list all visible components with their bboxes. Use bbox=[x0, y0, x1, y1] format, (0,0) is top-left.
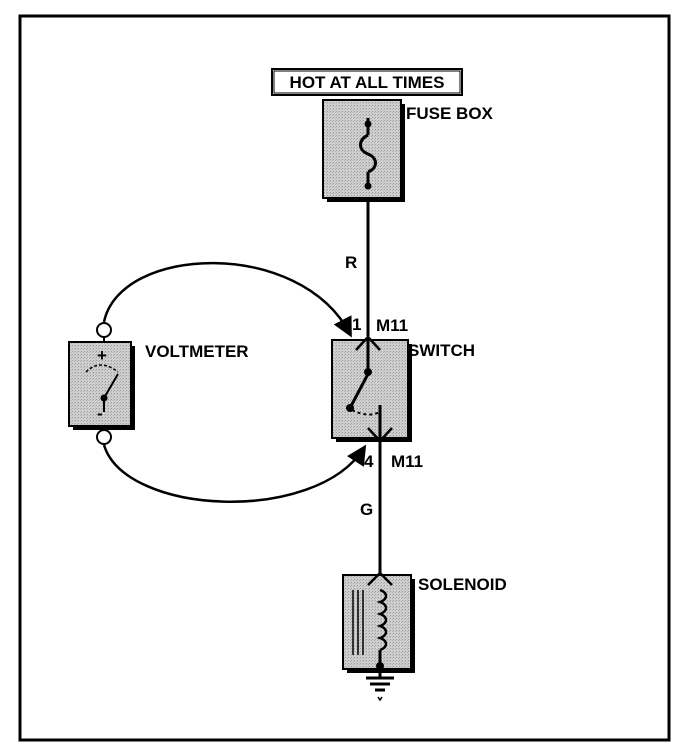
switch-contact-icon bbox=[348, 373, 370, 409]
fuse-element-icon bbox=[359, 133, 377, 174]
solenoid-label: SOLENOID bbox=[418, 575, 507, 594]
connector-top-id: M11 bbox=[376, 316, 408, 335]
diagram-frame bbox=[18, 14, 671, 742]
voltmeter-box: + - bbox=[68, 322, 135, 445]
voltmeter-positive-sign: + bbox=[97, 346, 107, 365]
voltmeter-positive-terminal bbox=[96, 322, 112, 338]
test-lead-negative bbox=[102, 444, 367, 503]
fuse-box bbox=[322, 99, 405, 202]
voltmeter-negative-terminal bbox=[96, 429, 112, 445]
voltmeter-negative-sign: - bbox=[97, 404, 103, 423]
ground-icon bbox=[366, 668, 394, 702]
connector-bottom-id: M11 bbox=[391, 452, 423, 471]
hot-at-all-times-label-box: HOT AT ALL TIMES bbox=[271, 68, 463, 96]
connector-bottom-pin: 4 bbox=[364, 452, 374, 471]
fuse-box-label: FUSE BOX bbox=[406, 104, 494, 123]
voltmeter-gauge-icon bbox=[85, 364, 119, 373]
test-lead-positive bbox=[102, 261, 352, 338]
solenoid-coil-icon bbox=[376, 588, 388, 652]
wire-color-r-label: R bbox=[345, 253, 357, 272]
wire-color-g-label: G bbox=[360, 500, 373, 519]
voltmeter-label: VOLTMETER bbox=[145, 342, 249, 361]
solenoid-box bbox=[342, 571, 415, 673]
connector-top-pin: 1 bbox=[352, 315, 361, 334]
switch-label: SWITCH bbox=[408, 341, 475, 360]
hot-at-all-times-label: HOT AT ALL TIMES bbox=[290, 73, 445, 92]
switch-box bbox=[331, 335, 412, 443]
solenoid-connector-chevron-icon bbox=[367, 571, 393, 586]
